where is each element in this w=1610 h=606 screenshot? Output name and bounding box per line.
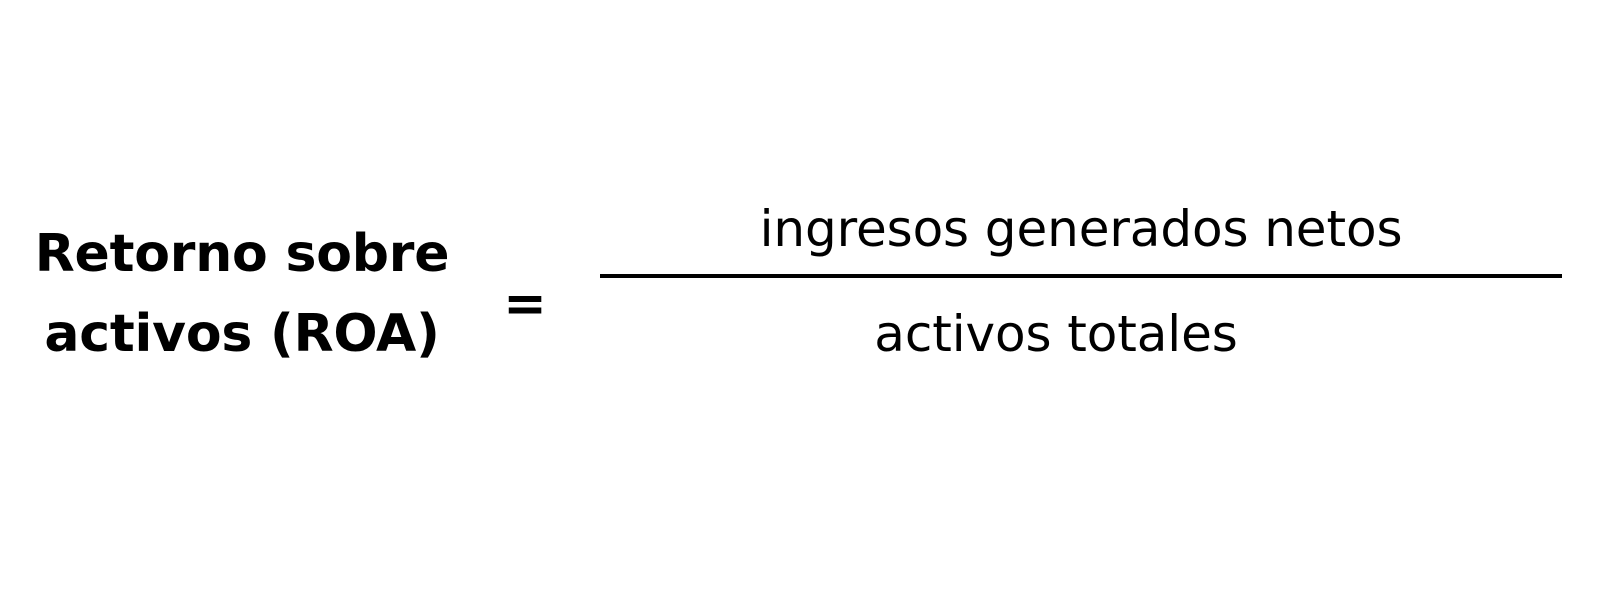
fraction-bar (600, 274, 1562, 278)
equals-sign: = (503, 274, 547, 334)
fraction-numerator: ingresos generados netos (759, 200, 1403, 258)
fraction: ingresos generados netos activos totales (600, 196, 1562, 367)
fraction-denominator: activos totales (874, 305, 1238, 363)
formula-label: Retorno sobre activos (ROA) (0, 214, 484, 374)
formula-label-line-1: Retorno sobre (34, 224, 450, 284)
formula-label-line-2: activos (ROA) (44, 304, 440, 364)
